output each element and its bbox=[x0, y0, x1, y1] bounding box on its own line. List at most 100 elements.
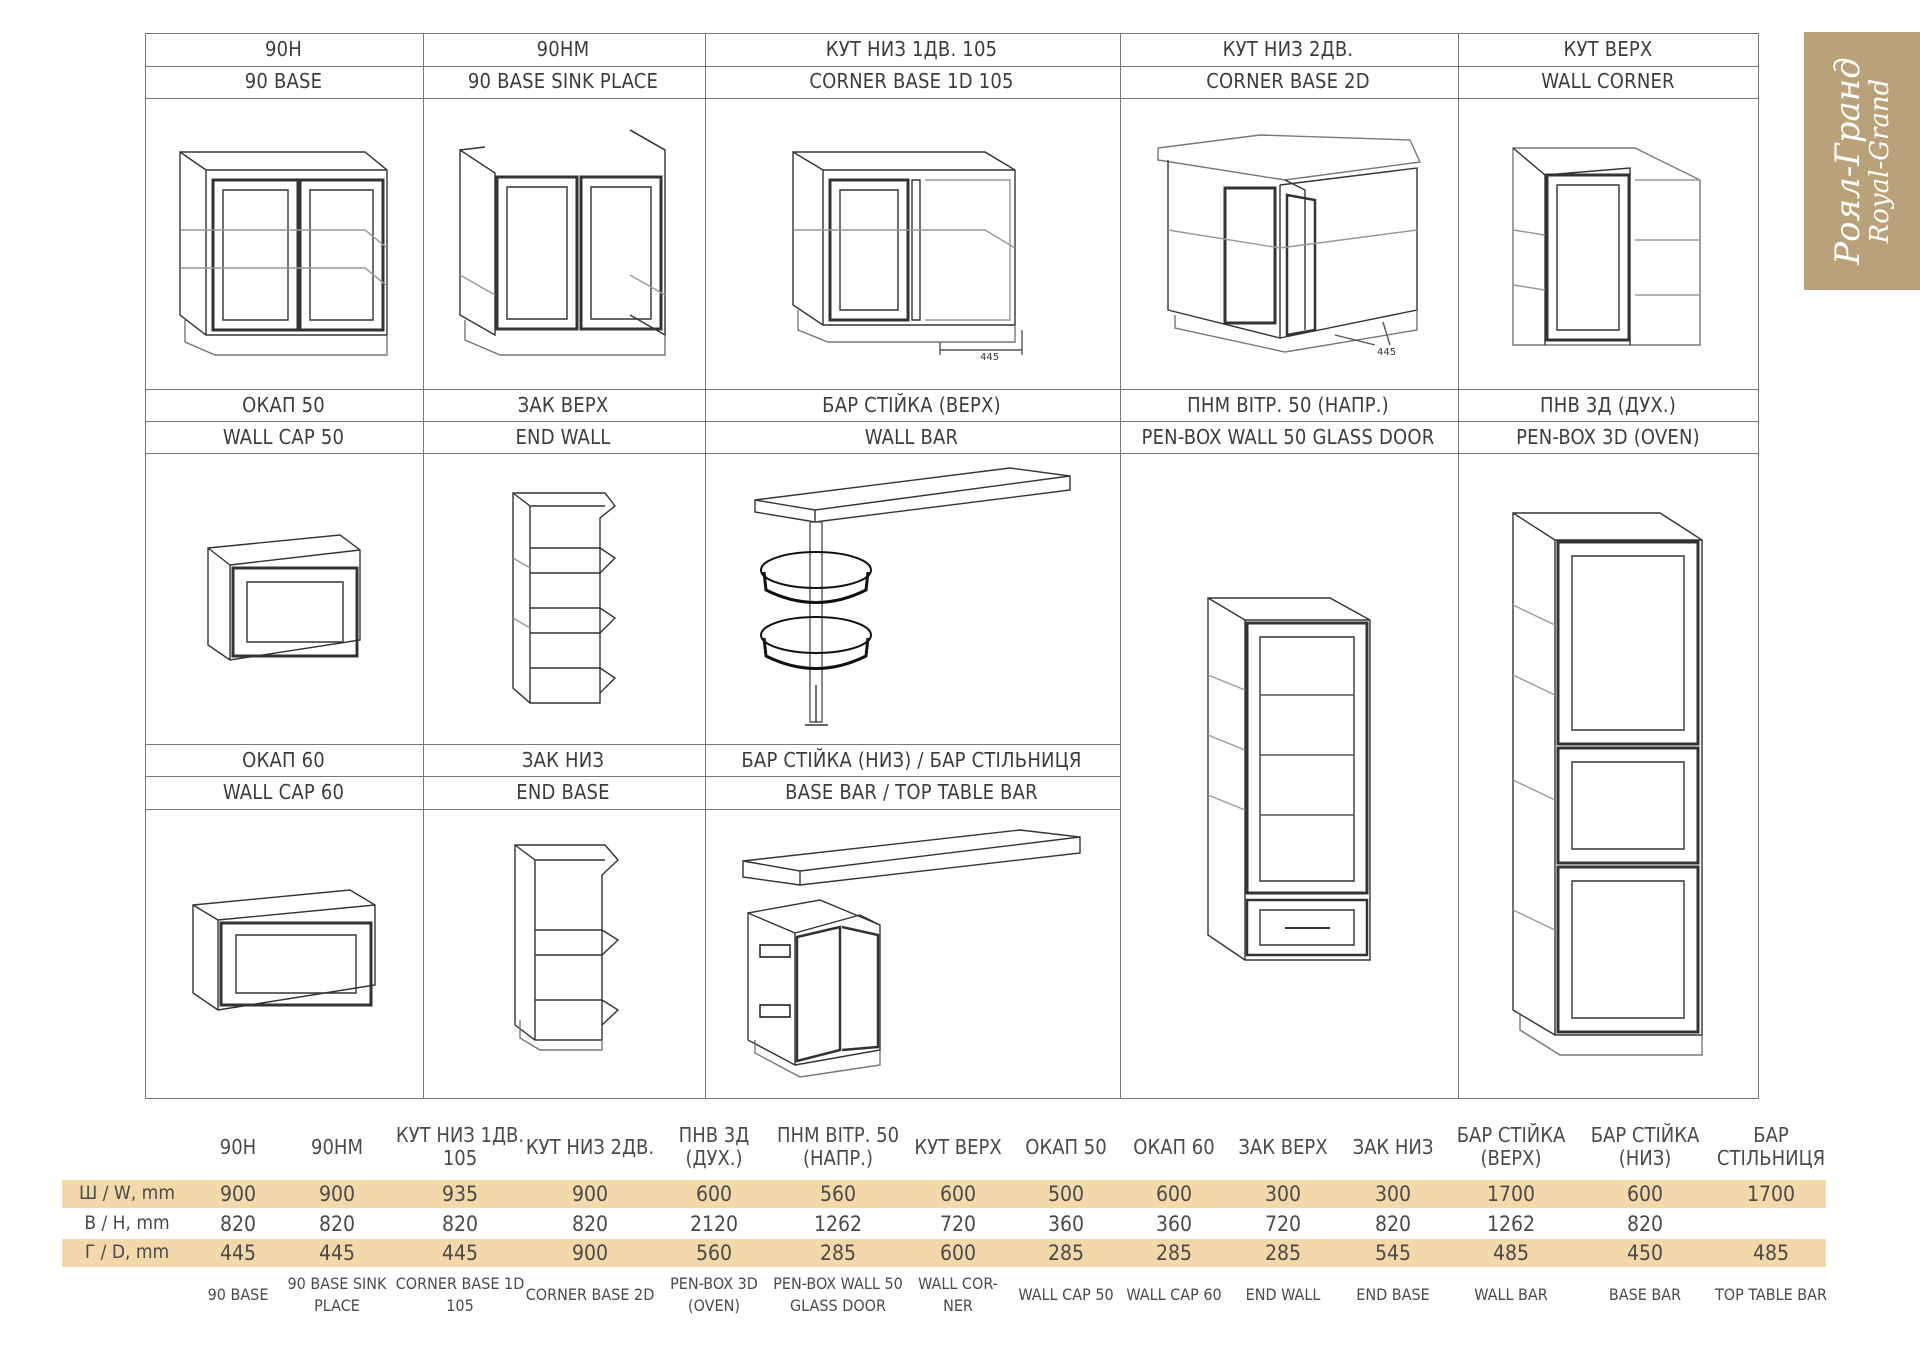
table-value-cell: 820 bbox=[219, 1211, 257, 1236]
table-value-cell: 445 bbox=[318, 1241, 356, 1265]
label-en-corner-1d: CORNER BASE 1D 105 bbox=[809, 69, 1014, 93]
table-value-cell: 820 bbox=[441, 1211, 479, 1236]
wall-cap-60-icon bbox=[190, 885, 380, 1015]
table-footer-cell: WALL BAR bbox=[1474, 1285, 1548, 1304]
table-value-cell: 560 bbox=[819, 1182, 857, 1206]
table-header-cell: ПНМ ВІТР. 50 (НАПР.) bbox=[776, 1123, 900, 1170]
brand-title-en: Royal-Grand bbox=[1865, 78, 1895, 244]
brand-title-ua: Роял-Гранд bbox=[1828, 57, 1868, 265]
table-value-cell: 820 bbox=[1374, 1211, 1412, 1236]
table-footer-cell: CORNER BASE 1D 105 bbox=[395, 1274, 525, 1315]
label-en-wall-bar: WALL BAR bbox=[864, 425, 959, 449]
row-band-width bbox=[62, 1180, 1826, 1208]
tall-3door-cabinet-icon bbox=[1510, 510, 1708, 1055]
table-value-cell: 285 bbox=[1047, 1241, 1085, 1265]
table-footer-cell: PEN-BOX WALL 50 GLASS DOOR bbox=[773, 1274, 903, 1315]
table-value-cell: 285 bbox=[1155, 1241, 1193, 1265]
table-value-cell: 900 bbox=[219, 1182, 257, 1206]
table-header-cell: БАР СТІЙКА (ВЕРХ) bbox=[1456, 1123, 1566, 1170]
table-header-cell: БАР СТІЙКА (НИЗ) bbox=[1590, 1123, 1700, 1170]
table-value-cell: 1700 bbox=[1746, 1182, 1796, 1206]
end-base-shelf-icon bbox=[510, 840, 625, 1055]
table-header-cell: ЗАК НИЗ bbox=[1352, 1134, 1434, 1159]
wall-corner-cabinet-icon bbox=[1505, 140, 1705, 350]
label-en-end-wall: END WALL bbox=[515, 425, 611, 449]
corner-2d-dim-label: 445 bbox=[1377, 347, 1396, 358]
table-value-cell: 360 bbox=[1155, 1211, 1193, 1236]
label-ua-pen-box-oven: ПНВ 3Д (ДУХ.) bbox=[1539, 393, 1677, 417]
label-ua-90hm: 90НМ bbox=[536, 37, 590, 61]
table-value-cell: 285 bbox=[819, 1241, 857, 1265]
table-header-cell: КУТ НИЗ 1ДВ. 105 bbox=[395, 1123, 525, 1170]
brand-tag: Роял-Гранд Royal-Grand bbox=[1804, 32, 1920, 290]
table-header-cell: БАР СТІЛЬНИЦЯ bbox=[1716, 1123, 1826, 1170]
wall-bar-with-baskets-icon bbox=[750, 460, 1075, 730]
table-value-cell: 820 bbox=[1626, 1211, 1664, 1236]
table-row-label: В / H, mm bbox=[84, 1211, 170, 1234]
table-value-cell: 720 bbox=[939, 1211, 977, 1236]
table-value-cell: 1262 bbox=[813, 1211, 863, 1236]
label-ua-end-wall: ЗАК ВЕРХ bbox=[517, 393, 609, 417]
table-value-cell: 300 bbox=[1264, 1182, 1302, 1206]
table-footer-cell: END BASE bbox=[1356, 1285, 1430, 1304]
table-value-cell bbox=[1716, 1210, 1826, 1238]
label-ua-end-base: ЗАК НИЗ bbox=[521, 748, 605, 772]
label-en-wall-cap-50: WALL CAP 50 bbox=[222, 425, 345, 449]
table-value-cell: 1262 bbox=[1486, 1211, 1536, 1236]
glass-door-cabinet-icon bbox=[1205, 595, 1375, 965]
table-value-cell: 900 bbox=[571, 1241, 609, 1265]
table-value-cell: 1700 bbox=[1486, 1182, 1536, 1206]
label-ua-wall-corner: КУТ ВЕРХ bbox=[1563, 37, 1653, 61]
table-value-cell: 900 bbox=[318, 1182, 356, 1206]
table-value-cell: 485 bbox=[1492, 1241, 1530, 1265]
table-value-cell: 720 bbox=[1264, 1211, 1302, 1236]
table-footer-cell: 90 BASE SINK PLACE bbox=[287, 1274, 387, 1315]
table-value-cell: 600 bbox=[1626, 1182, 1664, 1206]
table-value-cell: 600 bbox=[1155, 1182, 1193, 1206]
table-row-label: Г / D, mm bbox=[84, 1241, 170, 1263]
label-ua-corner-2d: КУТ НИЗ 2ДВ. bbox=[1222, 37, 1354, 61]
wall-cap-50-icon bbox=[205, 530, 365, 665]
table-value-cell: 445 bbox=[219, 1241, 257, 1265]
table-footer-cell: WALL CAP 60 bbox=[1126, 1285, 1222, 1304]
label-ua-corner-1d: КУТ НИЗ 1ДВ. 105 bbox=[825, 37, 998, 61]
table-header-cell: ОКАП 50 bbox=[1025, 1134, 1107, 1159]
table-value-cell: 900 bbox=[571, 1182, 609, 1206]
table-header-cell: КУТ НИЗ 2ДВ. bbox=[525, 1134, 655, 1159]
label-ua-wall-cap-60: ОКАП 60 bbox=[242, 748, 325, 772]
table-value-cell: 545 bbox=[1374, 1241, 1412, 1265]
label-en-end-base: END BASE bbox=[516, 780, 610, 804]
table-header-cell: ОКАП 60 bbox=[1133, 1134, 1215, 1159]
label-ua-wall-cap-50: ОКАП 50 bbox=[242, 393, 325, 417]
label-en-pen-box-oven: PEN-BOX 3D (OVEN) bbox=[1516, 425, 1700, 449]
label-en-pen-box-glass: PEN-BOX WALL 50 GLASS DOOR bbox=[1141, 425, 1435, 449]
table-value-cell: 600 bbox=[939, 1182, 977, 1206]
table-footer-cell: END WALL bbox=[1245, 1285, 1321, 1304]
label-ua-wall-bar: БАР СТІЙКА (ВЕРХ) bbox=[822, 393, 1001, 417]
table-value-cell: 285 bbox=[1264, 1241, 1302, 1265]
table-header-cell: 90НМ bbox=[311, 1134, 363, 1159]
table-value-cell: 450 bbox=[1626, 1241, 1664, 1265]
table-value-cell: 600 bbox=[939, 1241, 977, 1265]
table-value-cell: 445 bbox=[441, 1241, 479, 1265]
table-footer-cell: WALL CAP 50 bbox=[1018, 1285, 1114, 1304]
table-header-cell: 90Н bbox=[219, 1134, 257, 1159]
base-cabinet-2door-icon bbox=[175, 130, 395, 355]
table-value-cell: 485 bbox=[1752, 1241, 1790, 1265]
label-en-90-base: 90 BASE bbox=[244, 69, 323, 93]
label-en-wall-corner: WALL CORNER bbox=[1541, 69, 1675, 93]
label-en-90-base-sink: 90 BASE SINK PLACE bbox=[467, 69, 659, 93]
catalog-grid bbox=[145, 33, 1759, 1099]
base-bar-table-icon bbox=[740, 825, 1085, 1080]
row-band-depth bbox=[62, 1239, 1826, 1267]
table-footer-cell: WALL COR- NER bbox=[918, 1274, 998, 1315]
table-value-cell: 560 bbox=[695, 1241, 733, 1265]
label-ua-90h: 90Н bbox=[264, 37, 303, 61]
table-footer-cell: TOP TABLE BAR bbox=[1714, 1285, 1828, 1304]
table-row-label: Ш / W, mm bbox=[79, 1182, 175, 1204]
label-en-base-bar: BASE BAR / TOP TABLE BAR bbox=[785, 780, 1038, 804]
sink-base-cabinet-icon bbox=[455, 125, 670, 355]
corner-1d-dim-label: 445 bbox=[980, 352, 999, 363]
table-value-cell: 300 bbox=[1374, 1182, 1412, 1206]
table-footer-cell: BASE BAR bbox=[1608, 1285, 1682, 1304]
